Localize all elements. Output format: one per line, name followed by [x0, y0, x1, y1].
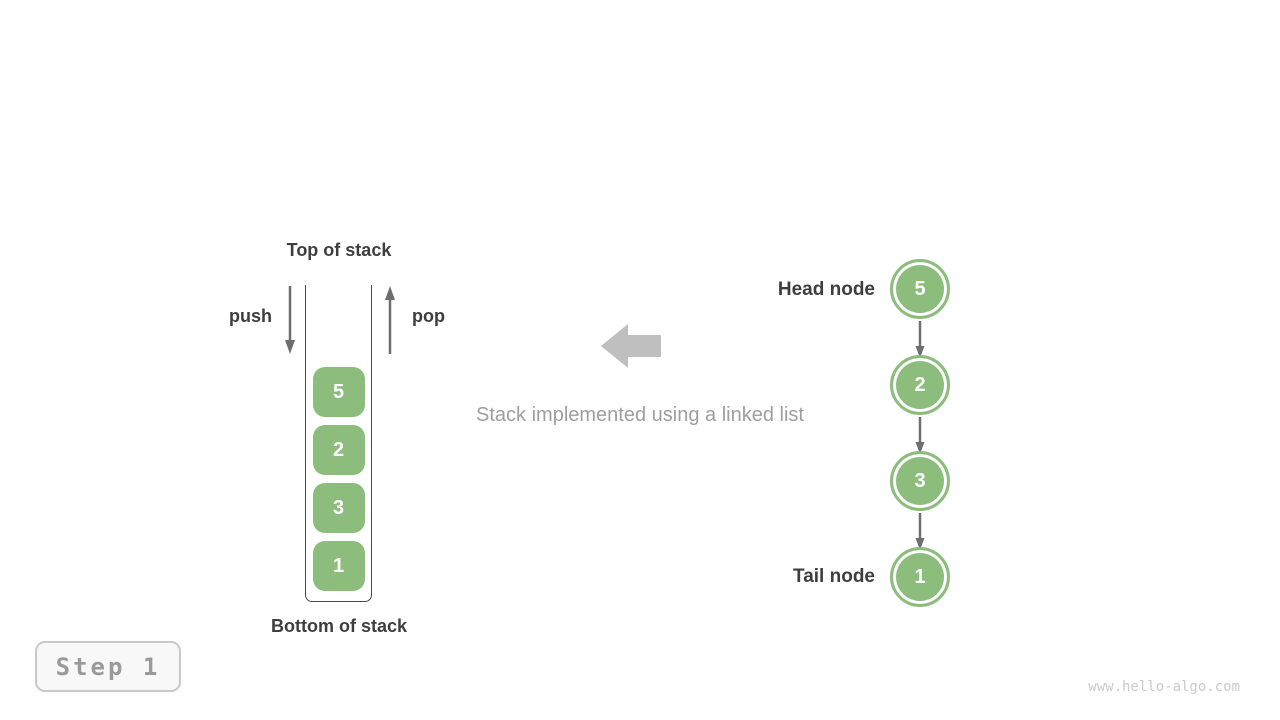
diagram-caption: Stack implemented using a linked list [476, 404, 804, 426]
stack-item-value: 3 [332, 496, 345, 519]
top-of-stack-label: Top of stack [286, 240, 392, 260]
list-node: 3 [890, 451, 950, 511]
watermark: www.hello-algo.com [1088, 679, 1240, 695]
link-arrow-icon [915, 513, 925, 550]
pop-label: pop [412, 306, 445, 326]
stack-container: 5 2 3 1 [305, 285, 372, 602]
stack-item: 3 [312, 483, 365, 533]
push-label: push [229, 306, 272, 326]
list-node-value: 3 [914, 469, 926, 492]
left-block-arrow-icon [601, 324, 661, 368]
step-badge-label: Step 1 [55, 652, 161, 681]
bottom-of-stack-label: Bottom of stack [270, 616, 407, 636]
list-node-value: 1 [914, 565, 926, 588]
stack-item-value: 2 [332, 438, 345, 461]
link-arrow-icon [915, 321, 925, 358]
pop-arrow-icon [385, 286, 395, 354]
stack-item: 2 [312, 425, 365, 475]
list-node: 1 [890, 547, 950, 607]
push-arrow-icon [285, 286, 295, 354]
stack-item: 5 [312, 367, 365, 417]
list-node-value: 5 [914, 277, 926, 300]
stack-item-value: 5 [332, 380, 345, 403]
link-arrow-icon [915, 417, 925, 454]
list-node: 2 [890, 355, 950, 415]
stack-item: 1 [312, 541, 365, 591]
tail-node-label: Tail node [793, 566, 875, 587]
stack-item-value: 1 [332, 554, 345, 577]
list-node-value: 2 [914, 373, 926, 396]
list-node: 5 [890, 259, 950, 319]
step-badge: Step 1 [35, 641, 181, 692]
head-node-label: Head node [777, 279, 875, 300]
